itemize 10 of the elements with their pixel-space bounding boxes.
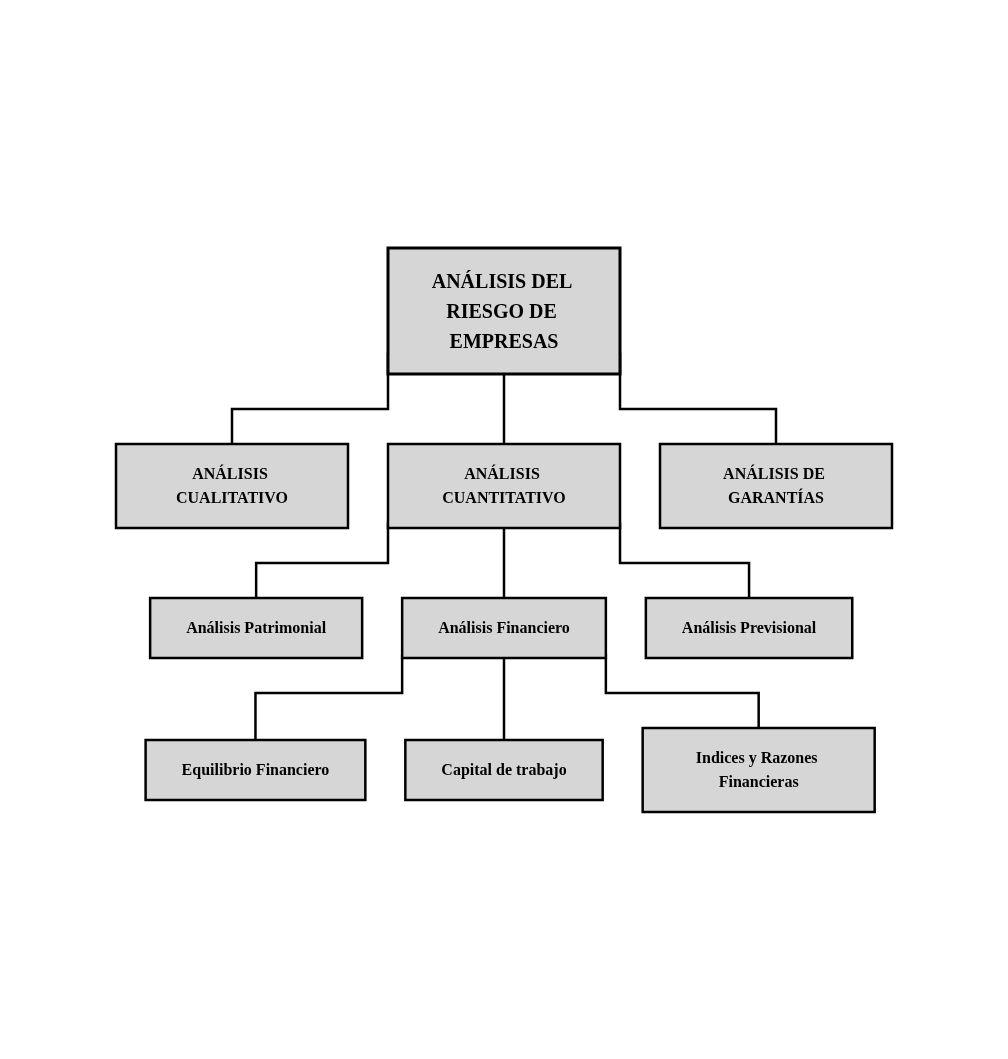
node-box: ANÁLISIS DE GARANTÍAS	[658, 442, 894, 529]
node-box: Análisis Previsional	[644, 596, 854, 659]
node-box: Análisis Patrimonial	[148, 596, 364, 659]
node-box: Capital de trabajo	[404, 738, 604, 801]
node-box: Indices y Razones Financieras	[641, 726, 876, 813]
node-box: ANÁLISIS CUALITATIVO	[114, 442, 350, 529]
node-box: Equilibrio Financiero	[144, 738, 367, 801]
node-box: Análisis Financiero	[400, 596, 608, 659]
node-box: ANÁLISIS CUANTITATIVO	[386, 442, 622, 529]
node-box: ANÁLISIS DEL RIESGO DE EMPRESAS	[386, 246, 622, 375]
